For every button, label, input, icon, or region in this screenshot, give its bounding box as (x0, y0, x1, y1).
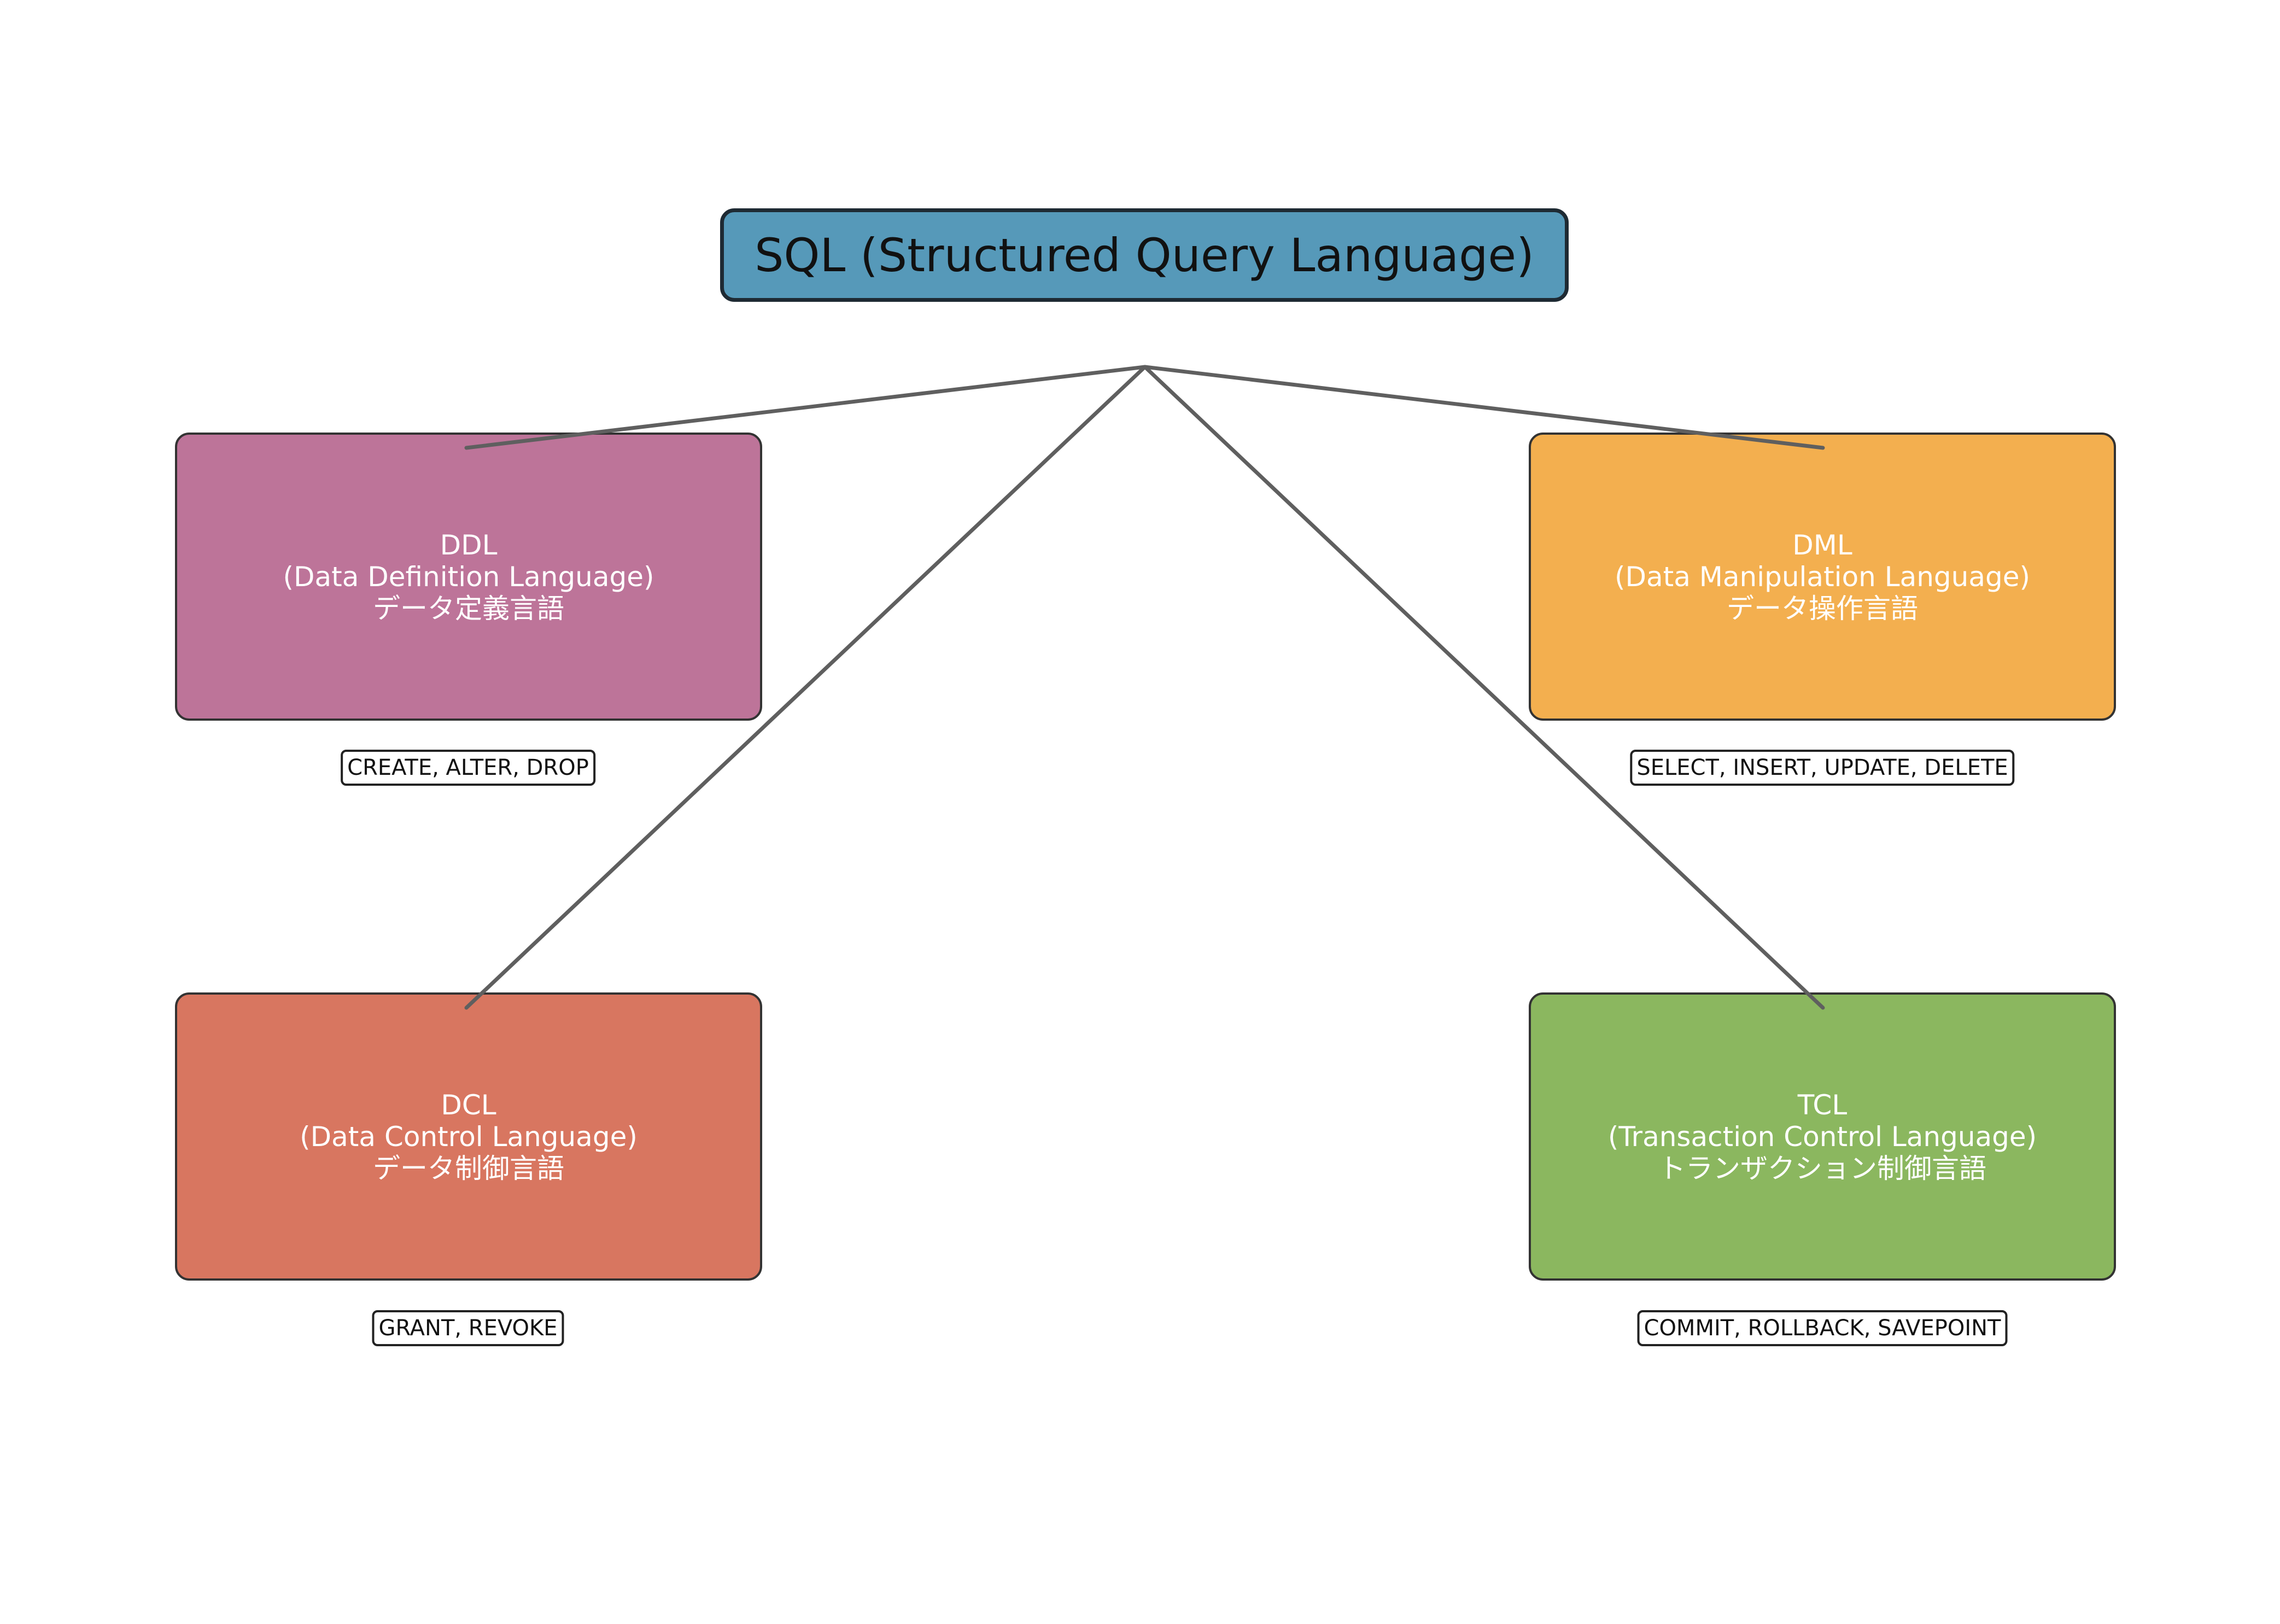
category-abbr: DML (1792, 529, 1852, 561)
category-japanese-name: データ操作言語 (1727, 592, 1918, 624)
commands-label-dml: SELECT, INSERT, UPDATE, DELETE (1630, 750, 2015, 786)
category-abbr: TCL (1797, 1089, 1848, 1121)
commands-label-ddl: CREATE, ALTER, DROP (341, 750, 595, 786)
category-full-name: (Data Manipulation Language) (1614, 560, 2031, 593)
category-node-ddl: DDL (Data Definition Language) データ定義言語 (175, 433, 762, 721)
category-japanese-name: データ制御言語 (373, 1152, 564, 1184)
category-japanese-name: トランザクション制御言語 (1658, 1152, 1986, 1184)
commands-label-tcl: COMMIT, ROLLBACK, SAVEPOINT (1637, 1310, 2008, 1346)
category-japanese-name: データ定義言語 (373, 592, 564, 624)
root-title: SQL (Structured Query Language) (755, 228, 1534, 282)
category-full-name: (Transaction Control Language) (1607, 1120, 2037, 1153)
category-node-dml: DML (Data Manipulation Language) データ操作言語 (1529, 433, 2116, 721)
category-full-name: (Data Definition Language) (283, 560, 654, 593)
commands-label-dcl: GRANT, REVOKE (372, 1310, 564, 1346)
root-node-sql: SQL (Structured Query Language) (720, 208, 1569, 302)
category-node-tcl: TCL (Transaction Control Language) トランザク… (1529, 992, 2116, 1281)
category-abbr: DDL (440, 529, 498, 561)
category-node-dcl: DCL (Data Control Language) データ制御言語 (175, 992, 762, 1281)
category-full-name: (Data Control Language) (300, 1120, 638, 1153)
category-abbr: DCL (441, 1089, 496, 1121)
